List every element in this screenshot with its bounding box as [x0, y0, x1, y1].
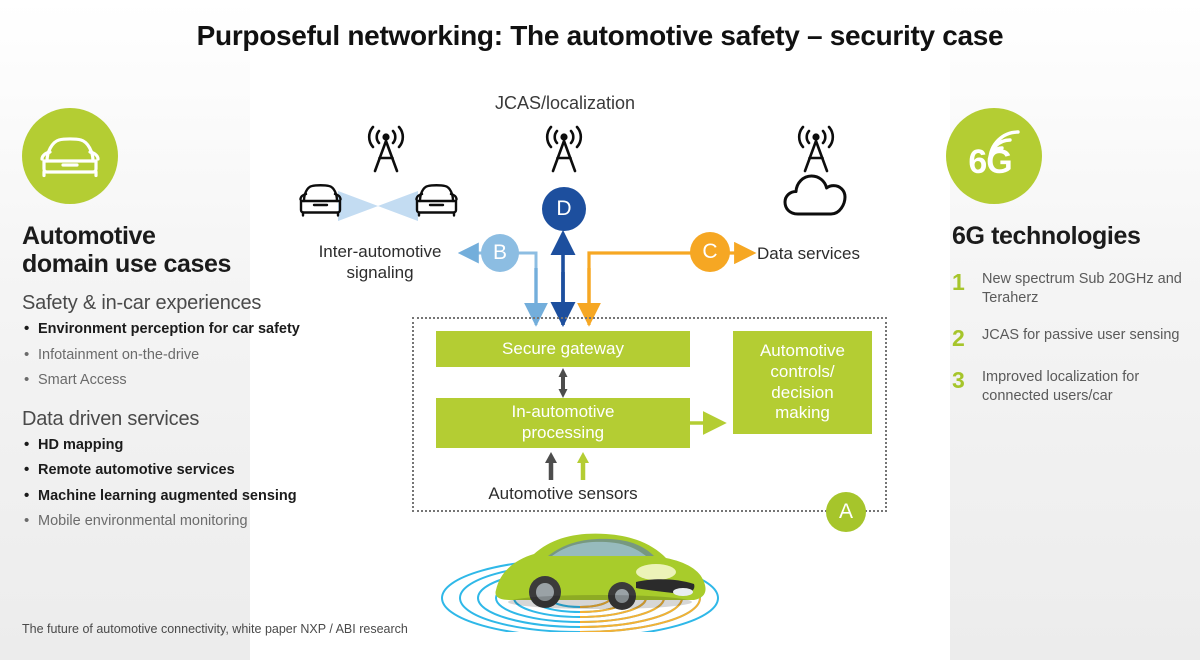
- list-item-label: New spectrum Sub 20GHz and Teraherz: [982, 271, 1182, 306]
- inter-automotive-cars-icon: [296, 175, 461, 242]
- box-controls-line-2: controls/: [770, 361, 835, 381]
- status-badge-a[interactable]: A: [826, 492, 866, 532]
- status-badge-c[interactable]: C: [690, 232, 730, 272]
- 6g-numbered-list: 1 New spectrum Sub 20GHz and Teraherz 2 …: [952, 270, 1197, 406]
- list-item-label: JCAS for passive user sensing: [982, 326, 1180, 343]
- data-services-label: Data services: [757, 244, 860, 263]
- jcas-localization-label: JCAS/localization: [494, 93, 636, 113]
- group-title-safety: Safety & in-car experiences: [22, 292, 262, 314]
- left-column-title: Automotive domain use cases: [22, 222, 342, 278]
- box-controls-line-3: decision: [771, 382, 834, 402]
- list-item: Environment perception for car safety: [22, 319, 342, 339]
- 6g-technologies-column: 6G technologies 1 New spectrum Sub 20GHz…: [952, 222, 1197, 424]
- list-item: HD mapping: [22, 435, 342, 455]
- right-column-title: 6G technologies: [952, 222, 1141, 250]
- list-item-number: 1: [952, 269, 965, 295]
- list-item-number: 2: [952, 324, 965, 351]
- list-item-label: Improved localization for connected user…: [982, 368, 1140, 404]
- list-item: 2 JCAS for passive user sensing: [952, 326, 1197, 350]
- list-item: 3 Improved localization for connected us…: [952, 368, 1197, 406]
- left-title-line-1: Automotive: [22, 222, 156, 250]
- 6g-wifi-icon: 6G: [946, 108, 1042, 204]
- box-controls-line-4: making: [775, 403, 830, 423]
- list-item: Smart Access: [22, 370, 342, 390]
- box-processing-line-1: In-automotive: [511, 402, 615, 422]
- list-item: Mobile environmental monitoring: [22, 511, 342, 531]
- list-item: 1 New spectrum Sub 20GHz and Teraherz: [952, 270, 1197, 308]
- status-badge-d[interactable]: D: [542, 187, 586, 231]
- list-item: Infotainment on-the-drive: [22, 345, 342, 365]
- antenna-tower-icon: [355, 122, 417, 179]
- automotive-use-cases-column: Automotive domain use cases Safety & in-…: [22, 222, 342, 538]
- left-title-line-2: domain use cases: [22, 250, 231, 278]
- in-vehicle-boundary: [412, 317, 887, 512]
- box-secure-gateway[interactable]: Secure gateway: [436, 331, 690, 367]
- inter-automotive-signaling-label: Inter-automotive signaling: [318, 242, 442, 283]
- footnote-source: The future of automotive connectivity, w…: [22, 622, 408, 636]
- list-item: Machine learning augmented sensing: [22, 486, 342, 506]
- antenna-tower-icon: [533, 122, 595, 179]
- safety-bullet-list: Environment perception for car safety In…: [22, 319, 342, 390]
- page-title: Purposeful networking: The automotive sa…: [196, 20, 1004, 51]
- data-services-bullet-list: HD mapping Remote automotive services Ma…: [22, 435, 342, 531]
- car-front-icon: [22, 108, 118, 204]
- antenna-tower-icon: [785, 122, 847, 179]
- box-processing-line-2: processing: [521, 423, 605, 442]
- list-item: Remote automotive services: [22, 460, 342, 480]
- list-item-number: 3: [952, 366, 965, 393]
- box-in-automotive-processing[interactable]: In-automotive processing: [436, 398, 690, 448]
- automotive-sensors-label: Automotive sensors: [488, 484, 638, 503]
- car-sensor-illustration: [441, 533, 719, 632]
- cloud-icon: [783, 173, 847, 222]
- group-title-data-driven: Data driven services: [22, 407, 200, 430]
- box-controls-line-1: Automotive: [759, 341, 846, 361]
- status-badge-b[interactable]: B: [481, 234, 519, 272]
- box-automotive-controls[interactable]: Automotive controls/ decision making: [733, 331, 872, 434]
